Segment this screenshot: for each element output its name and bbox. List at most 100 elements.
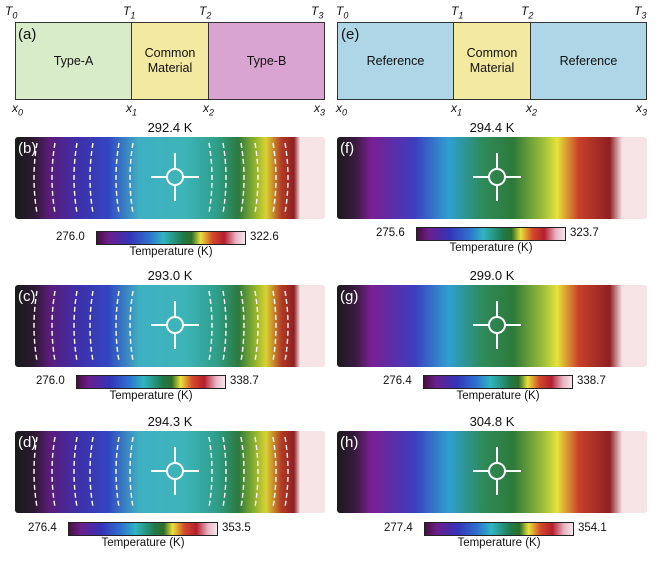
thermal-image-d: (d) xyxy=(15,431,325,513)
dashed-boundary-c-8 xyxy=(240,290,245,362)
panel-title-b: 292.4 K xyxy=(147,120,193,135)
colorbar-f xyxy=(416,227,566,241)
colorbar-min-d: 276.4 xyxy=(28,522,57,534)
colorbar-min-h: 277.4 xyxy=(384,522,413,534)
panel-title-f: 294.4 K xyxy=(469,120,515,135)
dashed-boundary-c-9 xyxy=(254,290,259,362)
label-x1-right: x1 xyxy=(451,101,463,118)
colorbar-label-c: Temperature (K) xyxy=(109,390,193,402)
panel-label-h: (h) xyxy=(340,434,359,451)
dashed-boundary-c-3 xyxy=(89,290,94,362)
label-x3-right: x3 xyxy=(636,101,648,118)
crosshair-ring-f xyxy=(488,168,506,186)
dashed-boundary-c-2 xyxy=(73,290,78,362)
dashed-boundary-b-10 xyxy=(272,142,277,214)
colorbar-max-b: 322.6 xyxy=(250,231,279,243)
crosshair-ring-c xyxy=(166,316,184,334)
overlay-h xyxy=(473,447,521,495)
panel-title-g: 299.0 K xyxy=(469,268,515,283)
dashed-boundary-b-0 xyxy=(33,142,38,214)
dashed-boundary-c-1 xyxy=(51,290,56,362)
panel-label-d: (d) xyxy=(18,434,37,451)
panel-label-c: (c) xyxy=(18,288,36,305)
thermal-image-g: (g) xyxy=(337,285,647,367)
overlay-g xyxy=(473,301,521,349)
colorbar-min-c: 276.0 xyxy=(36,375,65,387)
label-x1-left: x1 xyxy=(126,101,138,118)
colorbar-b xyxy=(96,231,246,245)
dashed-boundary-b-2 xyxy=(73,142,78,214)
dashed-boundary-c-5 xyxy=(129,290,134,362)
dashed-boundary-d-6 xyxy=(208,436,213,508)
panel-title-c: 293.0 K xyxy=(147,268,193,283)
dashed-boundary-c-0 xyxy=(33,290,38,362)
thermal-image-f: (f) xyxy=(337,137,647,219)
colorbar-max-d: 353.5 xyxy=(222,522,251,534)
crosshair-ring-b xyxy=(166,168,184,186)
dashed-boundary-c-4 xyxy=(115,290,120,362)
segment-common-material: Common Material xyxy=(454,23,531,99)
label-t0-left: T0 xyxy=(5,4,18,21)
dashed-boundary-b-8 xyxy=(240,142,245,214)
overlay-d xyxy=(33,436,289,508)
segment-reference-left: Reference xyxy=(338,23,454,99)
segment-type-b: Type-B xyxy=(209,23,324,99)
dashed-boundary-d-3 xyxy=(89,436,94,508)
dashed-boundary-d-5 xyxy=(129,436,134,508)
dashed-boundary-c-11 xyxy=(284,290,289,362)
colorbar-label-d: Temperature (K) xyxy=(101,537,185,549)
schematic-e: Reference Common Material Reference xyxy=(337,22,647,100)
label-x2-left: x2 xyxy=(203,101,215,118)
colorbar-label-b: Temperature (K) xyxy=(129,246,213,258)
panel-label-g: (g) xyxy=(340,288,359,305)
colorbar-h xyxy=(424,522,574,536)
dashed-boundary-d-10 xyxy=(272,436,277,508)
segment-reference-right: Reference xyxy=(531,23,646,99)
colorbar-max-c: 338.7 xyxy=(230,375,259,387)
dashed-boundary-c-7 xyxy=(222,290,227,362)
dashed-boundary-c-6 xyxy=(208,290,213,362)
label-t1-right: T1 xyxy=(451,4,464,21)
colorbar-label-f: Temperature (K) xyxy=(449,242,533,254)
colorbar-max-g: 338.7 xyxy=(577,375,606,387)
colorbar-label-g: Temperature (K) xyxy=(456,390,540,402)
label-t3-right: T3 xyxy=(634,4,647,21)
dashed-boundary-d-2 xyxy=(73,436,78,508)
label-t3-left: T3 xyxy=(311,4,324,21)
overlay-c xyxy=(33,290,289,362)
label-t2-right: T2 xyxy=(521,4,534,21)
dashed-boundary-d-0 xyxy=(33,436,38,508)
schematic-a: Type-A Common Material Type-B xyxy=(15,22,325,100)
thermal-image-c: (c) xyxy=(15,285,325,367)
colorbar-label-h: Temperature (K) xyxy=(457,537,541,549)
dashed-boundary-b-11 xyxy=(284,142,289,214)
dashed-boundary-b-4 xyxy=(115,142,120,214)
panel-label-e: (e) xyxy=(341,26,360,43)
dashed-boundary-d-4 xyxy=(115,436,120,508)
thermal-image-h: (h) xyxy=(337,431,647,513)
label-t1-left: T1 xyxy=(123,4,136,21)
crosshair-ring-h xyxy=(488,462,506,480)
panel-title-d: 294.3 K xyxy=(147,414,193,429)
dashed-boundary-d-7 xyxy=(222,436,227,508)
dashed-boundary-b-1 xyxy=(51,142,56,214)
label-x0-right: x0 xyxy=(336,101,348,118)
label-t2-left: T2 xyxy=(199,4,212,21)
crosshair-ring-g xyxy=(488,316,506,334)
dashed-boundary-c-10 xyxy=(272,290,277,362)
label-x3-left: x3 xyxy=(314,101,326,118)
colorbar-g xyxy=(423,375,573,389)
crosshair-ring-d xyxy=(166,462,184,480)
segment-common-material: Common Material xyxy=(132,23,209,99)
label-x0-left: x0 xyxy=(12,101,24,118)
colorbar-c xyxy=(76,375,226,389)
colorbar-min-b: 276.0 xyxy=(56,231,85,243)
dashed-boundary-d-1 xyxy=(51,436,56,508)
dashed-boundary-d-11 xyxy=(284,436,289,508)
label-t0-right: T0 xyxy=(336,4,349,21)
dashed-boundary-d-8 xyxy=(240,436,245,508)
thermal-image-b: (b) xyxy=(15,137,325,219)
colorbar-min-g: 276.4 xyxy=(383,375,412,387)
colorbar-max-h: 354.1 xyxy=(578,522,607,534)
label-x2-right: x2 xyxy=(526,101,538,118)
